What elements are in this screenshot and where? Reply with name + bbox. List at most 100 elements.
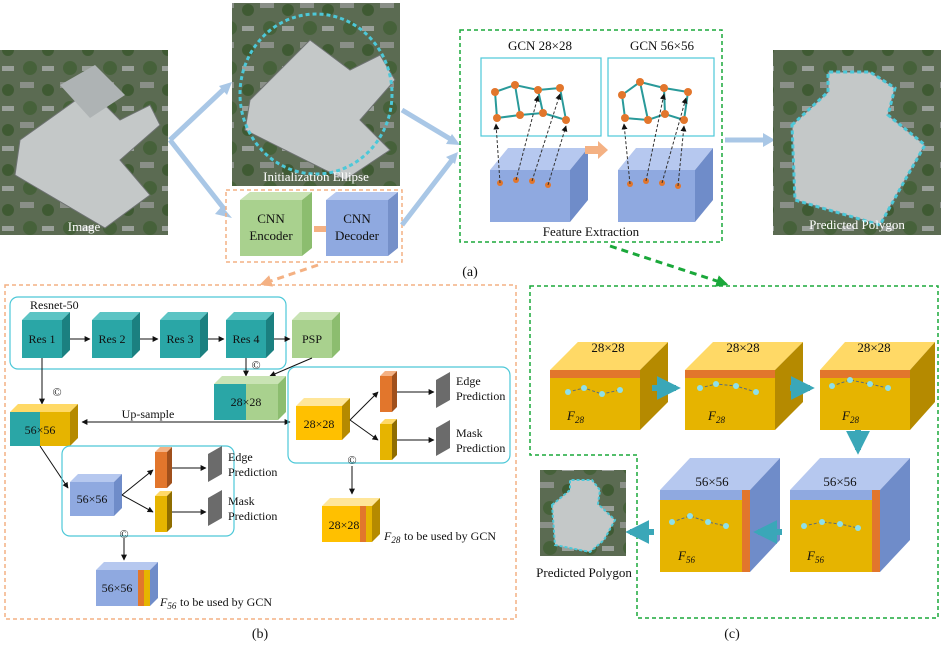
res3-label: Res 3 xyxy=(167,332,194,346)
mask-pred-56-output xyxy=(208,490,222,526)
head-56-arrows xyxy=(121,465,207,515)
mask-pred-28-output xyxy=(436,420,450,456)
resnet-title: Resnet-50 xyxy=(30,298,79,312)
edge-pred-28-line2: Prediction xyxy=(456,389,505,403)
c-f28-size-2: 28×28 xyxy=(726,340,759,355)
cnn-decoder: CNN Decoder xyxy=(326,192,398,256)
res2-label: Res 2 xyxy=(99,332,126,346)
c-f56-size-1: 56×56 xyxy=(695,474,729,489)
arrow-init-to-gcn xyxy=(400,107,454,143)
caption-a: (a) xyxy=(462,265,478,280)
c-f28-size-3: 28×28 xyxy=(857,340,890,355)
head-28-block: 28×28 xyxy=(296,398,350,440)
cnn-encoder-line1: CNN xyxy=(257,211,285,226)
head-56-label: 56×56 xyxy=(77,492,108,506)
cnn-decoder-line1: CNN xyxy=(343,211,371,226)
gcn-56-nodes xyxy=(618,78,692,124)
concat-res1: © xyxy=(52,385,61,399)
c-f56-size-2: 56×56 xyxy=(823,474,857,489)
block-28-concat: 28×28 xyxy=(214,376,286,420)
init-label: Initialization Ellipse xyxy=(263,169,369,184)
c-f28-size-1: 28×28 xyxy=(591,340,624,355)
c-f56-cube-1: 56×56 F56 xyxy=(660,458,780,572)
cnn-encoder-line2: Encoder xyxy=(249,228,293,243)
f28-symbol: F28 xyxy=(383,529,401,545)
gcn-28-nodes xyxy=(491,81,570,124)
res1-label: Res 1 xyxy=(29,332,56,346)
connector-a-to-c xyxy=(609,244,729,287)
head-28-frame xyxy=(287,366,511,464)
gcn-28-label: GCN 28×28 xyxy=(508,38,572,53)
res2-block: Res 2 xyxy=(92,312,140,358)
f28-block: 28×28 xyxy=(322,498,380,542)
c-f28-cube-2: 28×28 F28 xyxy=(685,340,803,430)
res1-block: Res 1 xyxy=(22,312,70,358)
c-f28-symbol-1: F28 xyxy=(566,408,584,425)
cnn-decoder-line2: Decoder xyxy=(335,228,380,243)
f56-symbol: F56 xyxy=(159,595,177,611)
f28-block-label: 28×28 xyxy=(329,518,360,532)
head-56-frame xyxy=(61,445,235,537)
resnet-arrows xyxy=(39,336,313,405)
edge-pred-56-line2: Prediction xyxy=(228,465,277,479)
gcn-56-frame xyxy=(607,57,715,137)
c-f56-cube-2: 56×56 F56 xyxy=(790,458,910,572)
head-56-mask-branch xyxy=(155,491,172,532)
initialization-ellipse xyxy=(238,12,394,176)
c-flow-arrows xyxy=(625,376,870,544)
mask-pred-28-line2: Prediction xyxy=(456,441,505,455)
concat-f28: © xyxy=(347,453,356,467)
c-f28-cube-3: 28×28 F28 xyxy=(820,340,935,430)
concat-f56: © xyxy=(119,527,128,541)
head-56-edge-branch xyxy=(155,447,172,488)
f56-usage: to be used by GCN xyxy=(180,595,272,609)
head-28-edge-branch xyxy=(380,371,397,412)
arrow-image-to-init xyxy=(168,86,227,142)
panel-b: Resnet-50 Res 1 Res 2 Res 3 Res 4 PSP xyxy=(4,284,517,642)
cnn-box xyxy=(225,189,403,263)
cnn-encoder: CNN Encoder xyxy=(240,192,312,256)
predicted-label: Predicted Polygon xyxy=(809,217,905,232)
c-predicted-label: Predicted Polygon xyxy=(536,565,632,580)
edge-pred-28-line1: Edge xyxy=(456,374,481,388)
head-28-mask-branch xyxy=(380,419,397,460)
feature-cube-56 xyxy=(618,148,713,222)
c-f28-symbol-3: F28 xyxy=(841,408,859,425)
gcn-56-graph xyxy=(621,80,689,122)
arrow-56-to-head xyxy=(39,445,69,489)
up-sample-label: Up-sample xyxy=(122,407,175,421)
panel-b-border xyxy=(4,284,517,620)
psp-label: PSP xyxy=(302,332,322,346)
head-56-block: 56×56 xyxy=(70,474,122,516)
c-f28-symbol-2: F28 xyxy=(707,408,725,425)
psp-block: PSP xyxy=(292,312,340,358)
c-predicted-image xyxy=(540,470,626,556)
caption-c: (c) xyxy=(724,627,740,642)
arrow-gcn-28-to-56 xyxy=(585,141,608,159)
block-28-label: 28×28 xyxy=(231,395,262,409)
c-f28-cube-1: 28×28 F28 xyxy=(550,340,668,430)
connector-a-to-b xyxy=(259,263,319,287)
feature-extraction-box xyxy=(459,29,723,243)
f56-block-label: 56×56 xyxy=(102,581,133,595)
edge-pred-28-output xyxy=(436,372,450,408)
predicted-image: Predicted Polygon xyxy=(773,50,941,235)
gcn-28-frame xyxy=(480,57,602,137)
gcn-28-graph xyxy=(494,83,567,121)
image-label: Image xyxy=(68,219,101,234)
edge-pred-56-line1: Edge xyxy=(228,450,253,464)
c-f56-symbol-1: F56 xyxy=(677,548,695,565)
block-56-concat: 56×56 xyxy=(10,404,78,446)
arrow-decoder-to-gcn xyxy=(400,158,454,227)
feature-extraction-label: Feature Extraction xyxy=(543,224,640,239)
arrow-image-to-encoder xyxy=(168,138,227,212)
sampling-arrows xyxy=(493,93,688,187)
mask-pred-56-line1: Mask xyxy=(228,494,255,508)
res4-block: Res 4 xyxy=(226,312,274,358)
block-56-label: 56×56 xyxy=(25,423,56,437)
head-28-label: 28×28 xyxy=(304,417,335,431)
concat-res4: © xyxy=(251,358,260,372)
gcn-56-label: GCN 56×56 xyxy=(630,38,695,53)
mask-pred-56-line2: Prediction xyxy=(228,509,277,523)
